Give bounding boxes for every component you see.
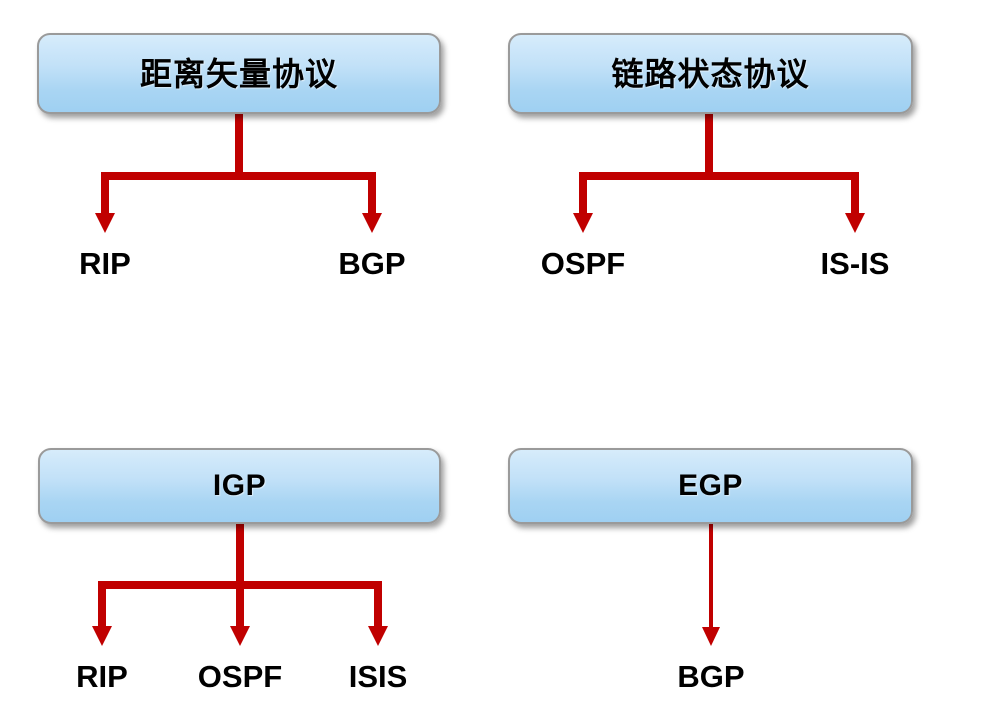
connector-igp [92, 522, 388, 646]
node-label-link-state: 链路状态协议 [611, 55, 810, 92]
node-box-igp[interactable]: IGP [38, 448, 441, 524]
leaf-label-dv-bgp: BGP [338, 246, 406, 281]
node-box-egp[interactable]: EGP [508, 448, 913, 524]
arrowhead-igp-isis [368, 626, 388, 646]
node-label-egp: EGP [678, 469, 743, 502]
leaf-label-igp-isis: ISIS [348, 659, 408, 694]
connector-link-state [573, 112, 865, 233]
connector-egp [702, 522, 720, 646]
arrowhead-isis [845, 213, 865, 233]
node-label-igp: IGP [212, 469, 267, 502]
arrowhead-bgp [362, 213, 382, 233]
node-box-distance-vector[interactable]: 距离矢量协议 [37, 33, 441, 114]
leaf-label-igp-ospf: OSPF [197, 659, 283, 694]
arrowhead-igp-ospf [230, 626, 250, 646]
leaf-label-egp-bgp: BGP [677, 659, 745, 694]
leaf-label-ls-ospf: OSPF [540, 246, 626, 281]
leaf-label-dv-rip: RIP [79, 246, 131, 281]
node-box-link-state[interactable]: 链路状态协议 [508, 33, 913, 114]
node-label-distance-vector: 距离矢量协议 [139, 55, 338, 92]
connector-distance-vector [95, 112, 382, 233]
leaf-label-ls-isis: IS-IS [820, 246, 890, 281]
arrowhead-rip [95, 213, 115, 233]
leaf-label-igp-rip: RIP [76, 659, 128, 694]
arrowhead-ospf [573, 213, 593, 233]
arrowhead-igp-rip [92, 626, 112, 646]
arrowhead-egp-bgp [702, 627, 720, 646]
